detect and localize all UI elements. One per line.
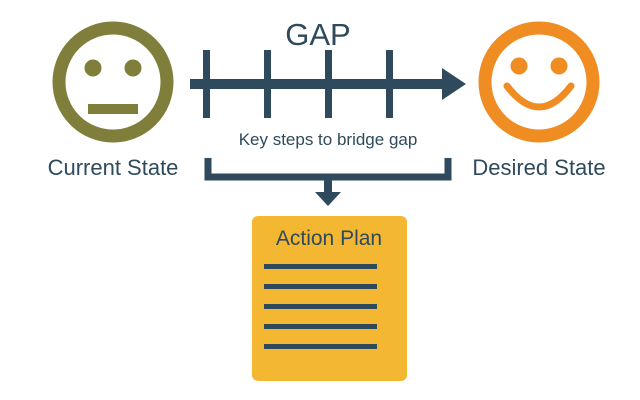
down-arrow-head <box>315 192 341 206</box>
gap-step-tick <box>264 50 271 118</box>
desired-state-smile <box>503 82 575 111</box>
gap-title: GAP <box>285 17 350 52</box>
current-state-mouth <box>88 104 138 114</box>
gap-caption: Key steps to bridge gap <box>239 130 418 149</box>
current-state-right-eye <box>124 59 142 77</box>
gap-step-tick <box>203 50 210 118</box>
neutral-face-icon <box>52 21 174 143</box>
current-state-left-eye <box>84 59 102 77</box>
bridge-bracket-line <box>204 158 452 181</box>
gap-arrow <box>190 50 466 118</box>
action-plan-line <box>264 304 377 309</box>
gap-step-tick <box>386 50 393 118</box>
action-plan-line <box>264 324 377 329</box>
action-plan-card <box>252 216 407 381</box>
bridge-bracket <box>204 158 452 206</box>
gap-step-tick <box>325 50 332 118</box>
document-lines-icon <box>252 216 407 381</box>
desired-state-face-circle <box>478 21 600 143</box>
action-plan-line <box>264 284 377 289</box>
action-plan-title: Action Plan <box>276 227 382 250</box>
gap-arrow-head <box>442 68 466 100</box>
desired-state-left-eye <box>510 57 528 75</box>
current-state-face-circle <box>52 21 174 143</box>
current-state-label: Current State <box>48 155 179 180</box>
desired-state-right-eye <box>550 57 568 75</box>
action-plan-line <box>264 344 377 349</box>
action-plan-line <box>264 264 377 269</box>
smiling-face-icon <box>478 21 600 143</box>
desired-state-label: Desired State <box>472 155 605 180</box>
